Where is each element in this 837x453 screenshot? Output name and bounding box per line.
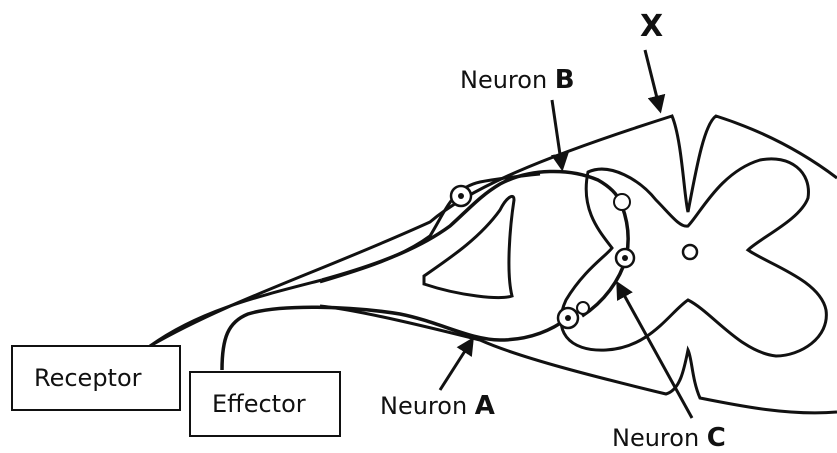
label-x: X bbox=[640, 9, 663, 44]
central-canal bbox=[683, 245, 697, 259]
label-neuron-b: Neuron B bbox=[460, 65, 575, 95]
neuron-b-axon bbox=[322, 171, 620, 280]
neuron-a-nucleus bbox=[565, 315, 571, 321]
arrow-x bbox=[645, 50, 660, 110]
inner-region bbox=[424, 196, 514, 297]
neuron-a-axon bbox=[222, 307, 568, 370]
synapse-bottom bbox=[577, 302, 589, 314]
arrow-neuron-a bbox=[440, 340, 472, 390]
neuron-c-nucleus bbox=[622, 255, 628, 261]
dorsal-root-ganglion bbox=[320, 174, 540, 282]
label-neuron-a: Neuron A bbox=[380, 391, 495, 421]
synapse-top bbox=[614, 194, 630, 210]
label-neuron-c: Neuron C bbox=[612, 423, 726, 453]
neuron-b-nucleus bbox=[458, 193, 464, 199]
receptor-line bbox=[150, 280, 322, 346]
receptor-label: Receptor bbox=[34, 364, 142, 392]
effector-label: Effector bbox=[212, 390, 306, 418]
